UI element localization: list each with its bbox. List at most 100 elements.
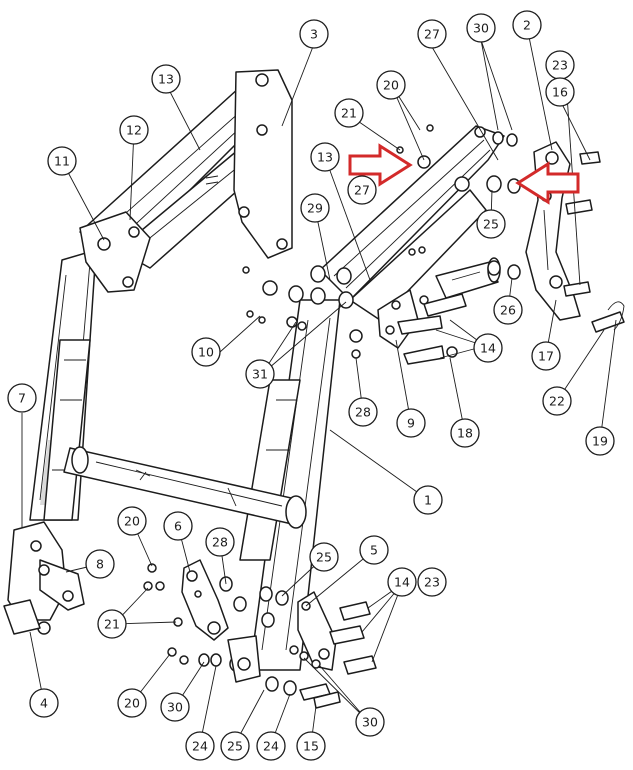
pins-group-14-upper [397,246,467,365]
callout-19: 19 [585,426,615,456]
svg-text:15: 15 [303,739,319,754]
callout-15: 15 [296,731,326,761]
callout-17: 17 [531,341,561,371]
svg-text:29: 29 [307,201,323,216]
callout-20-lower-left: 20 [117,506,147,536]
svg-text:11: 11 [54,154,70,169]
svg-text:31: 31 [252,367,268,382]
svg-text:5: 5 [370,543,378,558]
callout-18: 18 [450,418,480,448]
callout-21-lower: 21 [97,609,127,639]
svg-text:16: 16 [552,85,568,100]
svg-text:23: 23 [424,575,440,590]
callout-25-upper: 25 [476,209,506,239]
callout-1: 1 [413,485,443,515]
callout-10: 10 [191,337,221,367]
callout-24-left: 24 [185,731,215,761]
callout-bubbles: 3 27 30 2 23 16 13 20 21 12 11 13 27 29 … [7,10,615,761]
svg-text:25: 25 [227,739,243,754]
svg-text:28: 28 [355,405,371,420]
bushings-set-upper [242,265,363,359]
svg-text:1: 1 [424,493,432,508]
callout-23-top: 23 [545,50,575,80]
bucket-cylinder [435,261,499,299]
svg-text:21: 21 [341,106,357,121]
svg-text:6: 6 [174,519,182,534]
callout-29: 29 [300,193,330,223]
callout-26: 26 [493,295,523,325]
svg-text:27: 27 [424,27,440,42]
svg-text:21: 21 [104,617,120,632]
leader-lines [21,26,617,745]
clip-19 [607,301,625,331]
svg-text:20: 20 [124,696,140,711]
callout-30-bottom-right: 30 [355,707,385,737]
svg-text:30: 30 [167,700,183,715]
callout-27-top: 27 [417,19,447,49]
svg-text:18: 18 [457,426,473,441]
callout-28-mid: 28 [348,397,378,427]
callout-20-top: 20 [376,70,406,100]
svg-text:14: 14 [394,575,410,590]
top-pivot-bracket [233,69,293,259]
svg-text:13: 13 [317,150,333,165]
callout-20-bottom: 20 [117,688,147,718]
callout-6: 6 [163,511,193,541]
callout-3: 3 [299,19,329,49]
callout-21-top: 21 [334,98,364,128]
svg-text:23: 23 [552,58,568,73]
svg-text:25: 25 [483,217,499,232]
svg-text:13: 13 [158,72,174,87]
svg-text:27: 27 [354,183,370,198]
callout-7: 7 [7,383,37,413]
svg-text:25: 25 [316,550,332,565]
callout-25-mid: 25 [309,542,339,572]
svg-text:2: 2 [523,18,531,33]
callout-11: 11 [47,146,77,176]
highlight-arrow-left-pointing [348,143,413,187]
left-cylinder [43,339,91,521]
callout-16: 16 [545,77,575,107]
callout-22: 22 [542,386,572,416]
callout-30-top: 30 [466,13,496,43]
callout-31: 31 [245,359,275,389]
svg-text:10: 10 [198,345,214,360]
callout-13-mid: 13 [310,142,340,172]
callout-27-mid: 27 [347,175,377,205]
callout-30-bottom-left: 30 [160,692,190,722]
svg-text:24: 24 [192,739,208,754]
svg-text:30: 30 [473,21,489,36]
svg-text:7: 7 [18,391,26,406]
callout-9: 9 [396,408,426,438]
callout-8: 8 [85,549,115,579]
svg-text:14: 14 [480,341,496,356]
svg-text:8: 8 [96,557,104,572]
callout-12: 12 [119,115,149,145]
svg-text:9: 9 [407,416,415,431]
svg-text:3: 3 [310,27,318,42]
callout-24-right: 24 [256,731,286,761]
svg-text:12: 12 [126,123,142,138]
lower-bushings [143,563,341,709]
loader-frame-drawing [3,69,625,709]
svg-text:17: 17 [538,349,554,364]
svg-text:4: 4 [40,696,48,711]
callout-4: 4 [29,688,59,718]
svg-text:20: 20 [383,78,399,93]
svg-text:22: 22 [549,394,565,409]
callout-5: 5 [359,535,389,565]
svg-text:26: 26 [500,303,516,318]
highlight-arrow-right-pointing [515,161,580,205]
callout-14-lower: 14 [387,567,417,597]
callout-14-upper: 14 [473,333,503,363]
pin-22 [591,311,625,333]
callout-23-lower: 23 [417,567,447,597]
callout-2: 2 [512,10,542,40]
callout-28-lower: 28 [205,527,235,557]
svg-text:19: 19 [592,434,608,449]
svg-text:28: 28 [212,535,228,550]
svg-text:30: 30 [362,715,378,730]
svg-text:20: 20 [124,514,140,529]
